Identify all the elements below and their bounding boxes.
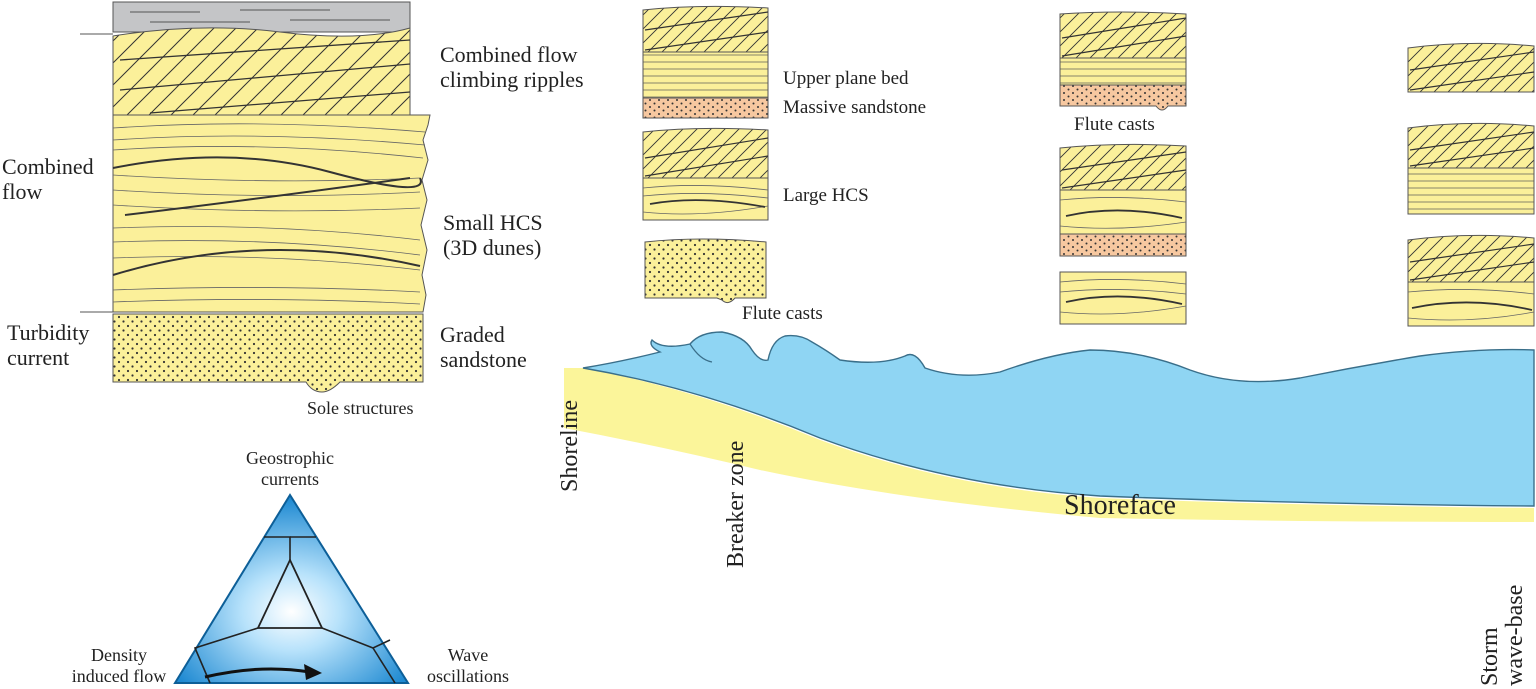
flow-triangle: [173, 493, 410, 684]
water-body: [582, 331, 1535, 507]
log-large-hcs: [642, 127, 769, 221]
label-wave-oscillations: Wave oscillations: [427, 645, 509, 686]
log-small-hcs: [1059, 271, 1187, 325]
label-geostrophic-currents: Geostrophic currents: [246, 448, 334, 489]
flow-arrow: [204, 667, 311, 679]
label-combined-flow-ripples: Combined flow climbing ripples: [440, 42, 584, 93]
label-flute-casts-1: Flute casts: [742, 303, 823, 324]
label-shoreline: Shoreline: [557, 400, 583, 492]
label-density-induced-flow: Density induced flow: [71, 645, 167, 686]
label-combined-flow: Combined flow: [2, 154, 94, 205]
label-breaker-zone: Breaker zone: [723, 440, 749, 568]
label-flute-casts-2: Flute casts: [1074, 114, 1155, 135]
label-upper-plane-bed: Upper plane bed: [783, 68, 909, 89]
label-small-hcs: Small HCS (3D dunes): [443, 210, 543, 261]
graded-sandstone-layer: [112, 313, 424, 393]
log-graded-flute: [644, 238, 767, 304]
label-turbidity-current: Turbidity current: [7, 320, 90, 371]
label-sole-structures: Sole structures: [307, 398, 414, 418]
log-ripples-top: [1407, 42, 1535, 93]
hcs-layer: [112, 114, 431, 313]
mud-layer: [112, 1, 411, 33]
sand-wedge: [564, 368, 1534, 522]
log-upper-plane-bed: [642, 5, 769, 119]
shoreface-profile: [564, 331, 1535, 522]
log-ripples-planar: [1407, 122, 1535, 215]
label-massive-sandstone: Massive sandstone: [783, 97, 927, 118]
label-large-hcs: Large HCS: [783, 185, 869, 206]
label-storm-wave-base: Storm wave-base: [1477, 584, 1529, 686]
label-graded-sandstone: Graded sandstone: [440, 322, 527, 373]
climbing-ripples-layer: [112, 27, 411, 116]
label-shoreface: Shoreface: [1064, 490, 1176, 521]
log-flute-casts: [1059, 11, 1187, 111]
stratigraphic-column: [80, 1, 431, 393]
log-ripples-hcs: [1407, 234, 1535, 327]
log-hcs-massive: [1059, 143, 1187, 257]
